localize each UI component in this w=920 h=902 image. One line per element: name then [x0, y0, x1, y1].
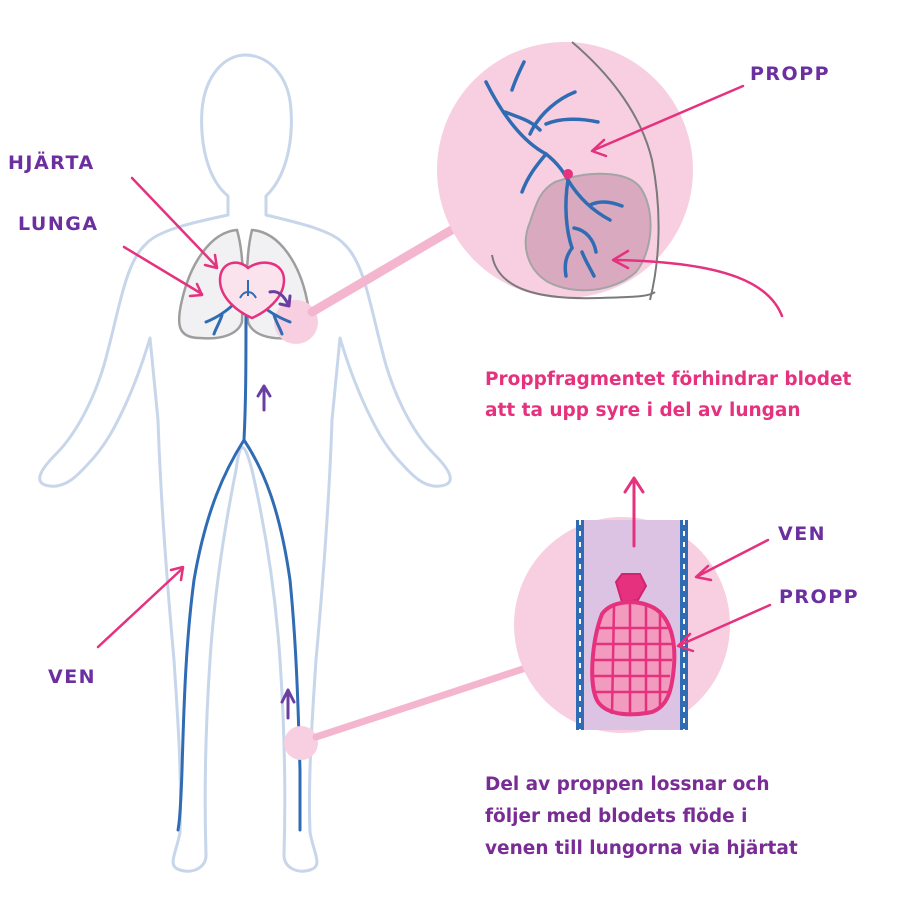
infarct-region	[526, 174, 651, 290]
caption-vein-line2: följer med blodets flöde i	[485, 806, 747, 827]
lung-highlight	[274, 300, 318, 344]
vein-network	[178, 300, 300, 830]
label-vein: VEN	[48, 666, 96, 688]
caption-vein-line3: venen till lungorna via hjärtat	[485, 838, 798, 859]
label-lung: LUNGA	[18, 213, 99, 235]
leg-highlight	[284, 726, 318, 760]
clot-main	[592, 602, 674, 714]
flow-arrows	[258, 292, 294, 718]
leg-connector	[316, 665, 535, 737]
label-heart: HJÄRTA	[8, 150, 95, 174]
caption-vein-line1: Del av proppen lossnar och	[485, 774, 770, 795]
label-vein-zoom: VEN	[778, 523, 826, 545]
vein-zoom-circle	[514, 478, 730, 733]
body-silhouette	[40, 55, 451, 871]
label-clot-lung: PROPP	[750, 63, 830, 85]
label-clot-vein: PROPP	[779, 586, 859, 608]
caption-lung-line1: Proppfragmentet förhindrar blodet	[485, 369, 852, 390]
caption-lung-line2: att ta upp syre i del av lungan	[485, 400, 801, 421]
